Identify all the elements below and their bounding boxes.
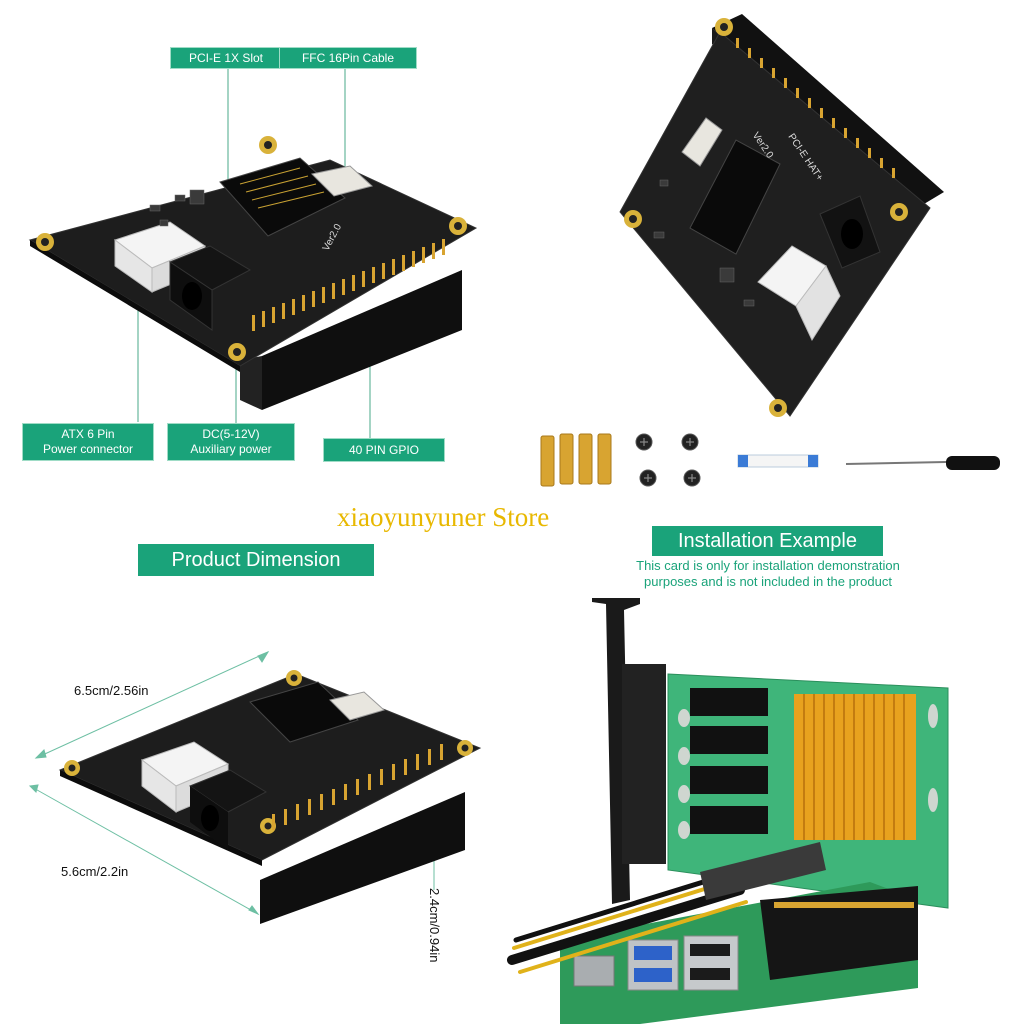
atx-power-label-line1: ATX 6 Pin [61, 427, 115, 441]
dimension-length: 6.5cm/2.56in [74, 683, 149, 698]
gpio-label: 40 PIN GPIO [323, 438, 445, 462]
pcie-slot-label: PCI-E 1X Slot [170, 47, 282, 69]
installation-note-line2: purposes and is not included in the prod… [644, 574, 892, 589]
dc-power-label: DC(5-12V) Auxiliary power [167, 423, 295, 461]
installation-example-title: Installation Example [652, 526, 883, 556]
dc-power-label-line2: Auxiliary power [190, 442, 272, 456]
atx-power-label: ATX 6 Pin Power connector [22, 423, 154, 461]
atx-power-label-line2: Power connector [42, 442, 134, 456]
dc-power-label-line1: DC(5-12V) [202, 427, 260, 441]
product-dimension-title: Product Dimension [138, 544, 374, 576]
ffc-cable-label: FFC 16Pin Cable [279, 47, 417, 69]
dimension-width: 5.6cm/2.2in [61, 864, 129, 879]
installation-note-line1: This card is only for installation demon… [636, 558, 900, 573]
installation-note: This card is only for installation demon… [600, 558, 936, 590]
store-watermark: xiaoyunyuner Store [337, 502, 550, 532]
